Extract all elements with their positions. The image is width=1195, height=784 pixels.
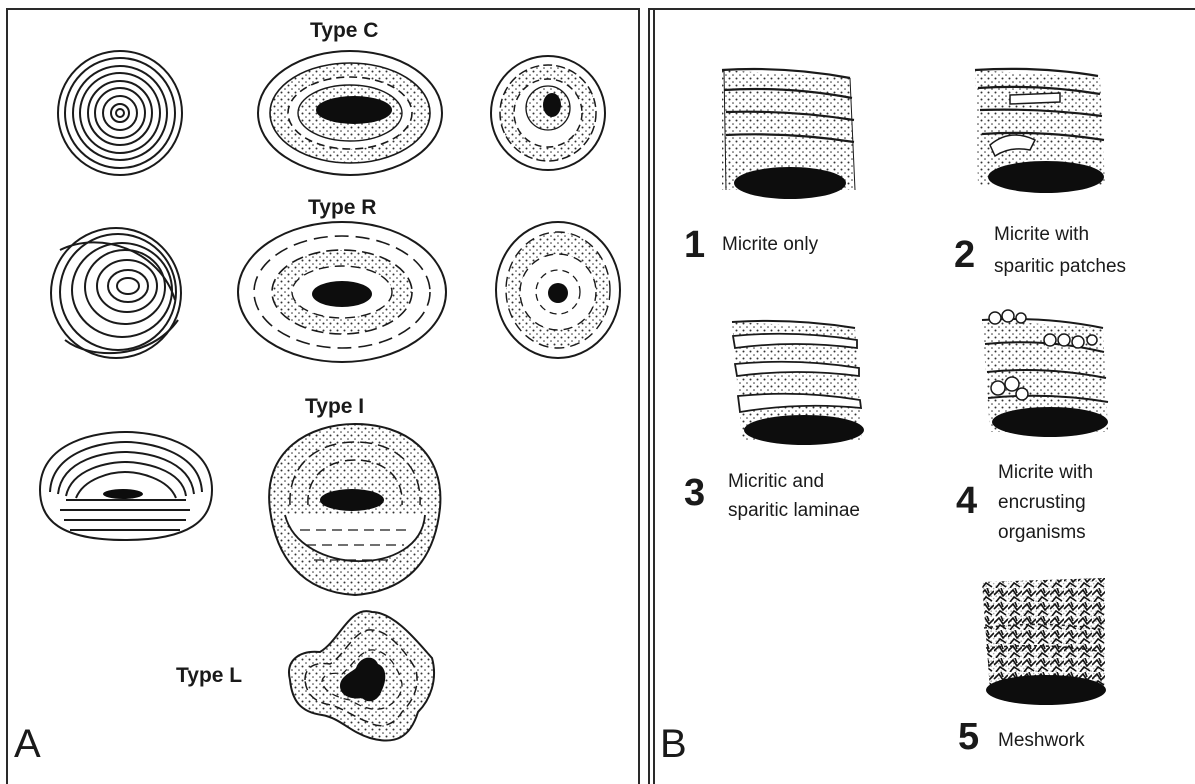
fabric-5-number: 5 (958, 716, 979, 759)
fabric-4-caption-line2: encrusting (998, 490, 1086, 515)
fabric-5-caption: Meshwork (998, 728, 1085, 753)
fabric-4-micrite-with-encrusting-organisms (982, 310, 1108, 437)
fabric-2-caption-line1: Micrite with (994, 222, 1089, 247)
fabric-1-number: 1 (684, 224, 705, 267)
type-l-section (289, 611, 434, 740)
type-c-oval-section (258, 51, 442, 175)
fabric-4-caption-line3: organisms (998, 520, 1086, 545)
panel-a-letter: A (14, 722, 41, 767)
fabric-2-micrite-with-sparitic-patches (975, 69, 1105, 193)
fabric-3-caption-line1: Micritic and (728, 469, 824, 494)
type-c-concentric-sketch (58, 51, 182, 175)
type-r-label: Type R (308, 196, 376, 220)
fabric-3-number: 3 (684, 472, 705, 515)
type-i-section (269, 424, 440, 595)
fabric-2-number: 2 (954, 234, 975, 277)
type-i-cup-sketch (40, 432, 212, 540)
fabric-3-caption-line2: sparitic laminae (728, 498, 860, 523)
type-r-oval-section (238, 222, 446, 362)
fabric-4-caption-line1: Micrite with (998, 460, 1093, 485)
type-c-round-section (491, 56, 605, 170)
fabric-5-meshwork (982, 578, 1106, 705)
type-c-label: Type C (310, 19, 378, 43)
type-r-round-section (496, 222, 620, 358)
type-i-label: Type I (305, 395, 364, 419)
fabric-1-micrite-only (722, 69, 855, 199)
panel-b-letter: B (660, 722, 687, 767)
fabric-2-caption-line2: sparitic patches (994, 254, 1126, 279)
type-r-concentric-sketch (51, 228, 181, 358)
type-l-label: Type L (176, 664, 242, 688)
fabric-3-micritic-and-sparitic-laminae (732, 321, 864, 445)
fabric-1-caption: Micrite only (722, 232, 818, 257)
fabric-4-number: 4 (956, 480, 977, 523)
